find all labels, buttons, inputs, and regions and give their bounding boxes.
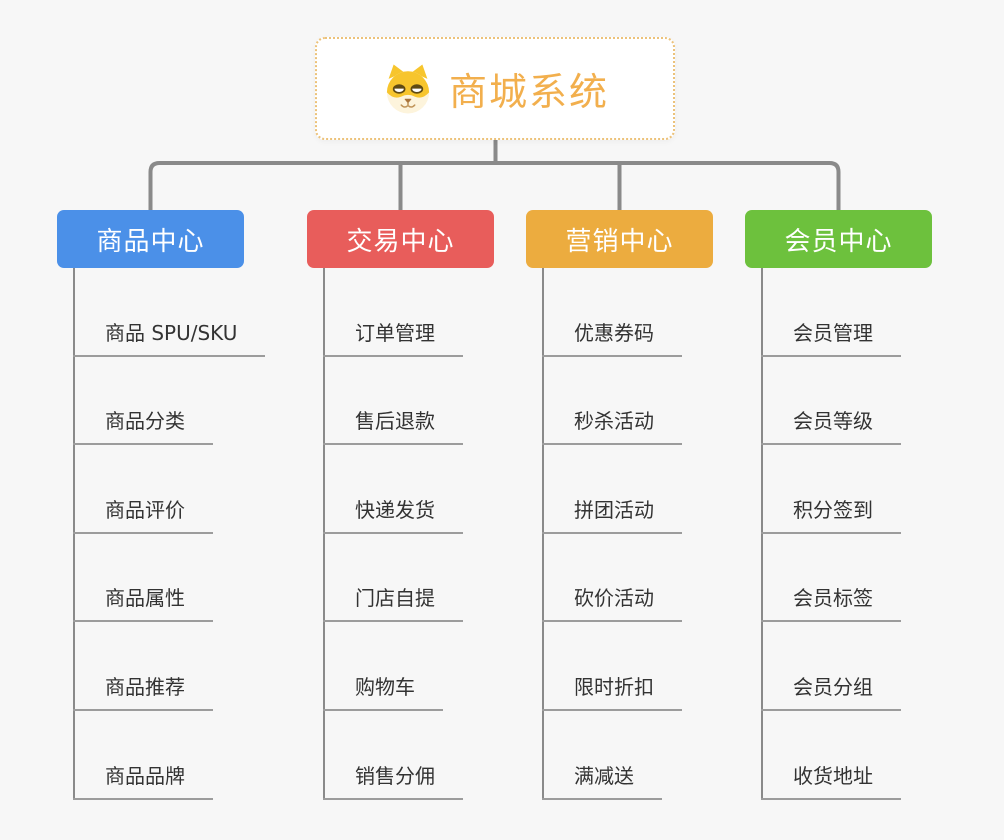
leaf-label: 商品属性	[73, 582, 213, 623]
leaf-label: 会员等级	[761, 405, 901, 446]
branch-leaves: 订单管理 售后退款 快递发货 门店自提 购物车 销售分佣	[323, 268, 463, 800]
leaf-node[interactable]: 售后退款	[323, 357, 463, 446]
leaf-label: 限时折扣	[542, 671, 682, 711]
leaf-label: 购物车	[323, 671, 443, 711]
branch-member-center: 会员中心 会员管理 会员等级 积分签到 会员标签 会员分组 收货地址	[745, 210, 1004, 800]
branch-product-center: 商品中心 商品 SPU/SKU 商品分类 商品评价 商品属性 商品推荐 商品品牌	[57, 210, 327, 800]
leaf-label: 会员标签	[761, 582, 901, 623]
leaf-node[interactable]: 满减送	[542, 711, 682, 800]
dog-face-icon	[386, 64, 430, 113]
leaf-label: 会员管理	[761, 317, 901, 357]
leaf-node[interactable]: 购物车	[323, 622, 463, 711]
leaf-node[interactable]: 限时折扣	[542, 622, 682, 711]
leaf-node[interactable]: 商品属性	[73, 534, 265, 623]
branch-header-member-center[interactable]: 会员中心	[745, 210, 932, 268]
leaf-node[interactable]: 拼团活动	[542, 445, 682, 534]
leaf-label: 订单管理	[323, 317, 463, 357]
leaf-node[interactable]: 销售分佣	[323, 711, 463, 800]
leaf-label: 商品推荐	[73, 671, 213, 711]
leaf-node[interactable]: 订单管理	[323, 268, 463, 357]
leaf-node[interactable]: 秒杀活动	[542, 357, 682, 446]
leaf-label: 商品分类	[73, 405, 213, 446]
branch-leaves: 商品 SPU/SKU 商品分类 商品评价 商品属性 商品推荐 商品品牌	[73, 268, 266, 800]
leaf-label: 门店自提	[323, 582, 463, 623]
leaf-label: 商品评价	[73, 494, 213, 534]
leaf-node[interactable]: 商品分类	[73, 357, 265, 446]
leaf-node[interactable]: 商品评价	[73, 445, 265, 534]
branch-header-marketing-center[interactable]: 营销中心	[526, 210, 713, 268]
leaf-node[interactable]: 会员标签	[761, 534, 901, 623]
leaf-label: 秒杀活动	[542, 405, 682, 446]
branch-marketing-center: 营销中心 优惠券码 秒杀活动 拼团活动 砍价活动 限时折扣 满减送	[526, 210, 796, 800]
leaf-node[interactable]: 会员分组	[761, 622, 901, 711]
leaf-label: 砍价活动	[542, 582, 682, 623]
leaf-node[interactable]: 商品 SPU/SKU	[73, 268, 266, 357]
leaf-label: 商品 SPU/SKU	[73, 317, 266, 357]
leaf-node[interactable]: 商品品牌	[73, 711, 265, 800]
leaf-label: 优惠券码	[542, 317, 682, 357]
leaf-node[interactable]: 快递发货	[323, 445, 463, 534]
leaf-label: 满减送	[542, 760, 662, 800]
leaf-label: 销售分佣	[323, 760, 463, 800]
leaf-node[interactable]: 积分签到	[761, 445, 901, 534]
leaf-label: 收货地址	[761, 760, 901, 800]
leaf-node[interactable]: 会员等级	[761, 357, 901, 446]
leaf-label: 快递发货	[323, 494, 463, 534]
leaf-label: 积分签到	[761, 494, 901, 534]
branch-trade-center: 交易中心 订单管理 售后退款 快递发货 门店自提 购物车 销售分佣	[307, 210, 577, 800]
leaf-node[interactable]: 商品推荐	[73, 622, 265, 711]
leaf-node[interactable]: 砍价活动	[542, 534, 682, 623]
leaf-label: 售后退款	[323, 405, 463, 446]
branch-header-product-center[interactable]: 商品中心	[57, 210, 244, 268]
leaf-label: 拼团活动	[542, 494, 682, 534]
root-branch-connectors	[148, 140, 841, 210]
branch-header-trade-center[interactable]: 交易中心	[307, 210, 494, 268]
leaf-node[interactable]: 会员管理	[761, 268, 901, 357]
branch-leaves: 会员管理 会员等级 积分签到 会员标签 会员分组 收货地址	[761, 268, 901, 800]
leaf-node[interactable]: 收货地址	[761, 711, 901, 800]
root-node-mall-system[interactable]: 商城系统	[315, 37, 675, 140]
leaf-node[interactable]: 优惠券码	[542, 268, 682, 357]
leaf-label: 商品品牌	[73, 760, 213, 800]
root-title: 商城系统	[448, 70, 609, 114]
branch-leaves: 优惠券码 秒杀活动 拼团活动 砍价活动 限时折扣 满减送	[542, 268, 682, 800]
leaf-label: 会员分组	[761, 671, 901, 711]
leaf-node[interactable]: 门店自提	[323, 534, 463, 623]
